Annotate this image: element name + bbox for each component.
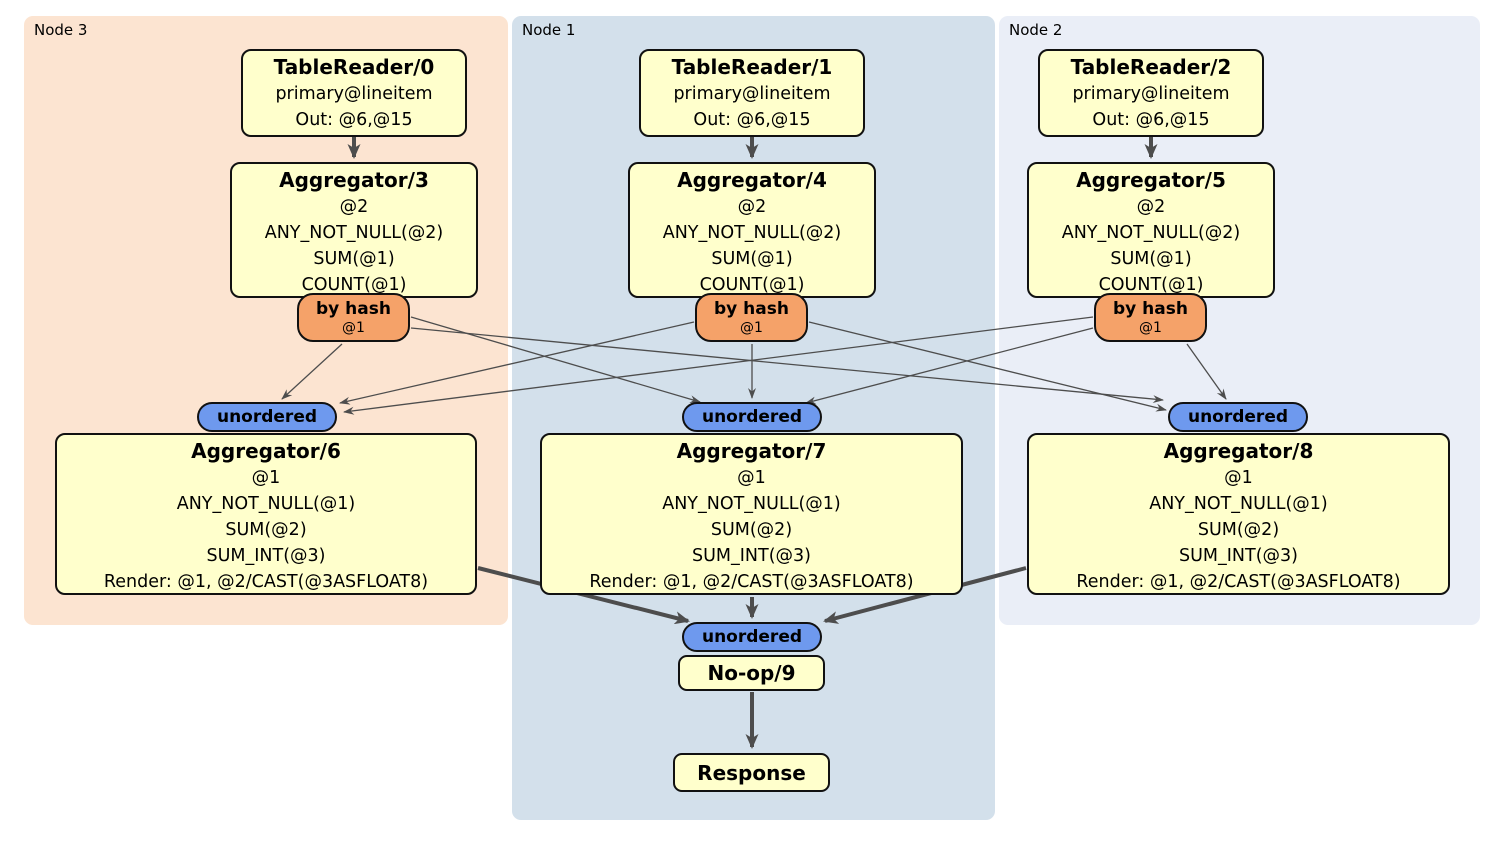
node-detail: SUM(@2) (225, 520, 307, 540)
edge-by-hash-5-to-unordered-6 (343, 316, 1094, 415)
node-title: Aggregator/6 (191, 439, 341, 463)
node-tablereader-2: TableReader/2 primary@lineitem Out: @6,@… (1038, 49, 1264, 137)
node-title: TableReader/1 (671, 55, 833, 79)
router-columns: @1 (1139, 320, 1162, 336)
router-by-hash-3: by hash @1 (297, 293, 410, 342)
router-by-hash-4: by hash @1 (695, 293, 808, 342)
node-detail: ANY_NOT_NULL(@2) (1061, 223, 1241, 243)
edge-by-hash-5-to-unordered-7 (805, 327, 1094, 405)
router-columns: @1 (342, 320, 365, 336)
edge-by-hash-4-to-unordered-8 (808, 321, 1167, 412)
node-title: TableReader/2 (1070, 55, 1232, 79)
node-detail: primary@lineitem (1072, 84, 1230, 104)
router-columns: @1 (740, 320, 763, 336)
stream-unordered-6: unordered (197, 402, 337, 432)
node-detail: @1 (1224, 468, 1253, 488)
node-title: Aggregator/3 (279, 168, 429, 192)
node-title: No-op/9 (707, 661, 796, 685)
node-title: Aggregator/4 (677, 168, 827, 192)
stream-unordered-9: unordered (682, 622, 822, 652)
node-detail: Out: @6,@15 (1092, 110, 1210, 130)
edge-by-hash-3-to-unordered-8 (410, 327, 1164, 404)
stream-label: unordered (701, 407, 803, 427)
stream-label: unordered (216, 407, 318, 427)
router-by-hash-5: by hash @1 (1094, 293, 1207, 342)
router-label: by hash (1113, 299, 1188, 319)
node-detail: @2 (1136, 197, 1166, 217)
node-detail: @2 (339, 197, 369, 217)
node-detail: SUM(@2) (710, 520, 793, 540)
node-detail: Render: @1, @2/CAST(@3ASFLOAT8) (589, 572, 914, 592)
node-title: TableReader/0 (273, 55, 435, 79)
stream-unordered-8: unordered (1168, 402, 1308, 432)
node-title: Aggregator/8 (1163, 439, 1314, 463)
node-title: Response (697, 760, 806, 785)
node-detail: @1 (251, 468, 281, 488)
edge-by-hash-3-to-unordered-7 (410, 316, 701, 404)
node-response: Response (673, 753, 830, 792)
node-title: Aggregator/7 (676, 439, 827, 463)
edge-by-hash-3-to-unordered-6 (281, 343, 343, 400)
node-detail: SUM(@1) (711, 249, 793, 269)
node-noop-9: No-op/9 (678, 655, 825, 691)
stream-label: unordered (1187, 407, 1289, 427)
node-detail: Render: @1, @2/CAST(@3ASFLOAT8) (1076, 572, 1401, 592)
node-detail: ANY_NOT_NULL(@1) (176, 494, 356, 514)
node-detail: Out: @6,@15 (295, 110, 413, 130)
node-detail: Render: @1, @2/CAST(@3ASFLOAT8) (103, 572, 429, 592)
node-detail: ANY_NOT_NULL(@2) (264, 223, 444, 243)
panel-node-3-label: Node 3 (34, 21, 88, 39)
node-detail: SUM_INT(@3) (1179, 546, 1298, 566)
node-detail: SUM_INT(@3) (206, 546, 326, 566)
node-detail: COUNT(@1) (301, 275, 407, 295)
stream-unordered-7: unordered (682, 402, 822, 432)
node-detail: COUNT(@1) (1098, 275, 1204, 295)
node-tablereader-0: TableReader/0 primary@lineitem Out: @6,@… (241, 49, 467, 137)
node-aggregator-8: Aggregator/8 @1 ANY_NOT_NULL(@1) SUM(@2)… (1027, 433, 1450, 595)
node-title: Aggregator/5 (1076, 168, 1226, 192)
node-detail: ANY_NOT_NULL(@2) (662, 223, 842, 243)
edge-by-hash-4-to-unordered-6 (339, 321, 695, 405)
node-detail: SUM_INT(@3) (692, 546, 811, 566)
stream-label: unordered (701, 627, 803, 647)
node-detail: ANY_NOT_NULL(@1) (662, 494, 841, 514)
edge-by-hash-5-to-unordered-8 (1186, 343, 1227, 400)
node-detail: SUM(@1) (1110, 249, 1192, 269)
node-aggregator-3: Aggregator/3 @2 ANY_NOT_NULL(@2) SUM(@1)… (230, 162, 478, 298)
panel-node-1-label: Node 1 (522, 21, 576, 39)
node-detail: ANY_NOT_NULL(@1) (1149, 494, 1328, 514)
node-detail: @2 (737, 197, 767, 217)
node-detail: SUM(@1) (313, 249, 395, 269)
node-aggregator-6: Aggregator/6 @1 ANY_NOT_NULL(@1) SUM(@2)… (55, 433, 477, 595)
router-label: by hash (316, 299, 391, 319)
panel-node-2-label: Node 2 (1009, 21, 1063, 39)
router-label: by hash (714, 299, 789, 319)
node-detail: primary@lineitem (275, 84, 433, 104)
node-aggregator-7: Aggregator/7 @1 ANY_NOT_NULL(@1) SUM(@2)… (540, 433, 963, 595)
node-detail: Out: @6,@15 (693, 110, 811, 130)
node-detail: primary@lineitem (673, 84, 831, 104)
node-aggregator-4: Aggregator/4 @2 ANY_NOT_NULL(@2) SUM(@1)… (628, 162, 876, 298)
node-aggregator-5: Aggregator/5 @2 ANY_NOT_NULL(@2) SUM(@1)… (1027, 162, 1275, 298)
node-detail: SUM(@2) (1197, 520, 1280, 540)
node-detail: COUNT(@1) (699, 275, 805, 295)
node-detail: @1 (737, 468, 766, 488)
node-tablereader-1: TableReader/1 primary@lineitem Out: @6,@… (639, 49, 865, 137)
